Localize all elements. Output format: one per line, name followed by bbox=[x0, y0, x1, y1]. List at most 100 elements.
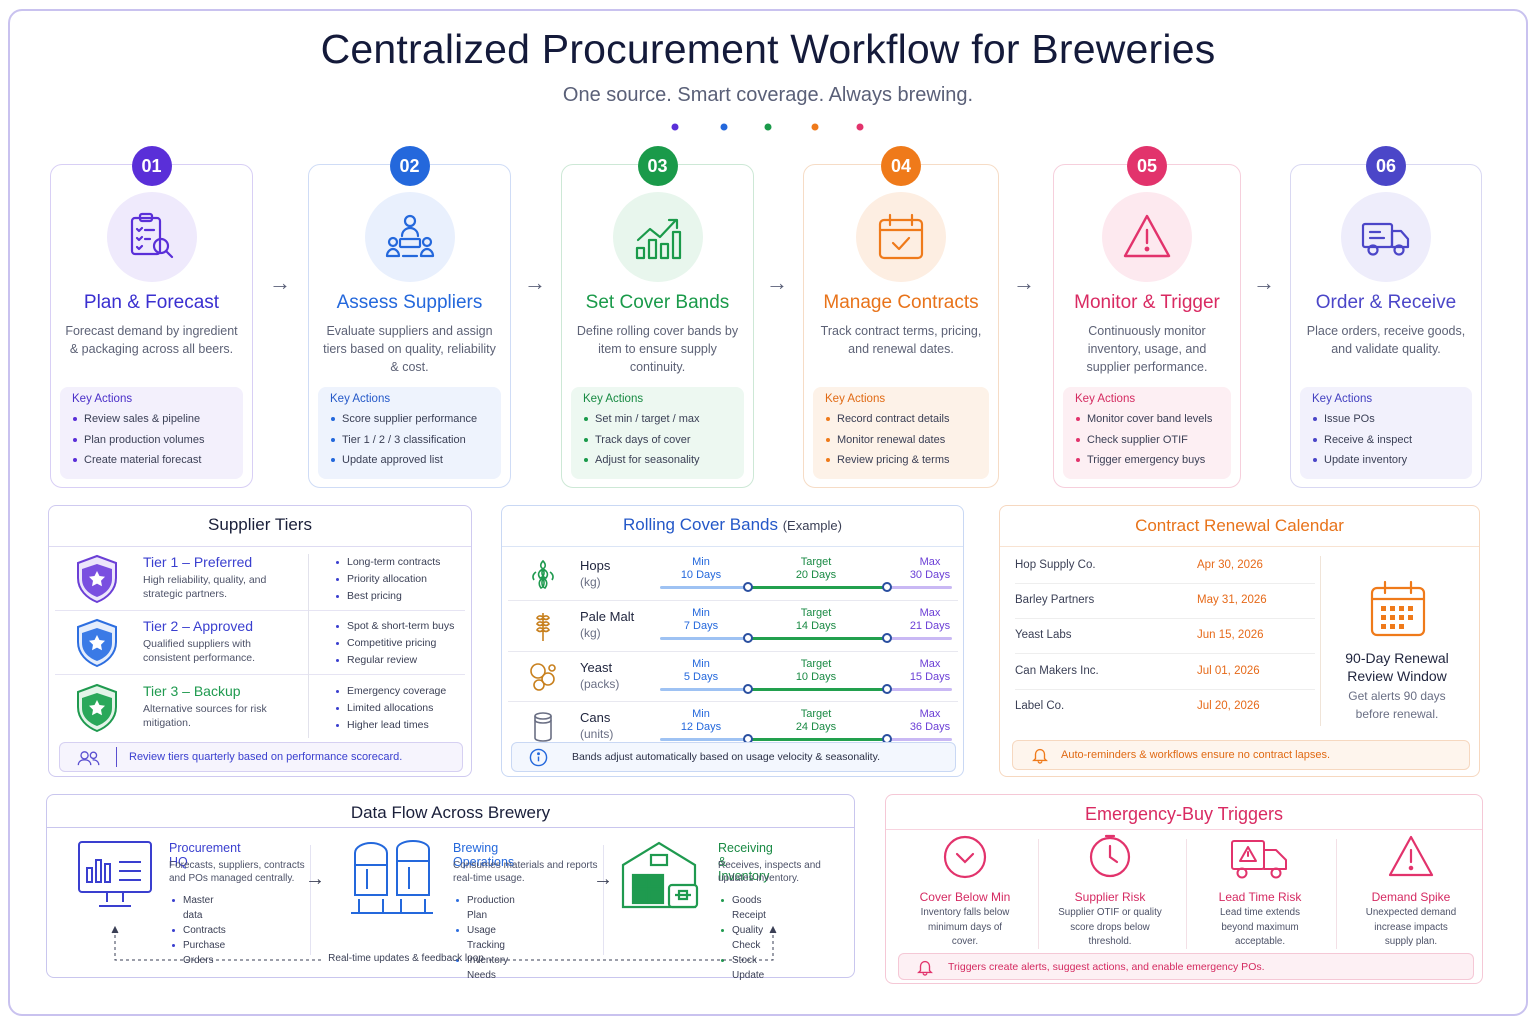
key-actions-box: Key Actions Score supplier performance T… bbox=[318, 387, 501, 479]
page-title: Centralized Procurement Workflow for Bre… bbox=[320, 26, 1216, 72]
panel-title: Rolling Cover Bands (Example) bbox=[502, 515, 963, 535]
bell-icon bbox=[917, 960, 933, 976]
arrow-right-icon: → bbox=[1013, 270, 1035, 295]
contract-row[interactable]: Can Makers Inc.Jul 01, 2026 bbox=[1015, 655, 1315, 690]
renewal-window-title: 90-Day Renewal Review Window bbox=[1345, 650, 1449, 684]
key-actions-label: Key Actions bbox=[583, 393, 644, 405]
warning-icon bbox=[1388, 835, 1434, 877]
star-shield-icon bbox=[77, 618, 117, 668]
calendar-note: Auto-reminders & workflows ensure no con… bbox=[1012, 740, 1470, 770]
step-description: Track contract terms, pricing, and renew… bbox=[820, 324, 982, 356]
step-number: 05 bbox=[1127, 146, 1167, 186]
step-card-contracts[interactable]: 04 Manage Contracts Track contract terms… bbox=[803, 146, 999, 488]
arrow-right-icon: → bbox=[1253, 270, 1275, 295]
action-item: Review sales & pipeline bbox=[72, 409, 231, 430]
action-item: Record contract details bbox=[825, 409, 977, 430]
star-shield-icon bbox=[77, 683, 117, 733]
item-name: Pale Malt bbox=[580, 609, 635, 624]
step-title: Order & Receive bbox=[1315, 292, 1457, 313]
step-card-cover-bands[interactable]: 03 Set Cover Bands Define rolling cover … bbox=[561, 146, 754, 488]
contract-row[interactable]: Hop Supply Co.Apr 30, 2026 bbox=[1015, 549, 1315, 584]
calendar-check-icon bbox=[856, 192, 946, 282]
tier-name: Tier 2 – Approved bbox=[143, 618, 253, 634]
clock-icon bbox=[1089, 834, 1131, 878]
item-unit: (packs) bbox=[580, 677, 620, 691]
step-card-plan[interactable]: 01 Plan & Forecast Forecast demand by in… bbox=[50, 146, 253, 488]
cover-band-track bbox=[660, 738, 952, 741]
action-item: Update approved list bbox=[330, 450, 489, 471]
action-item: Monitor renewal dates bbox=[825, 430, 977, 451]
panel-title-suffix: (Example) bbox=[782, 518, 842, 533]
trigger-demand-spike: Demand Spike Unexpected demand increase … bbox=[1337, 833, 1485, 953]
note-text: Triggers create alerts, suggest actions,… bbox=[948, 961, 1265, 973]
tier-point: Higher lead times bbox=[335, 717, 446, 734]
action-item: Monitor cover band levels bbox=[1075, 409, 1219, 430]
panel-title: Contract Renewal Calendar bbox=[1135, 516, 1344, 535]
action-item: Create material forecast bbox=[72, 450, 231, 471]
tier-point: Emergency coverage bbox=[335, 683, 446, 700]
key-actions-label: Key Actions bbox=[825, 393, 886, 405]
step-card-monitor[interactable]: 05 Monitor & Trigger Continuously monito… bbox=[1053, 146, 1241, 488]
min-marker bbox=[743, 582, 753, 592]
key-actions-box: Key Actions Monitor cover band levels Ch… bbox=[1063, 387, 1231, 479]
action-item: Update inventory bbox=[1312, 450, 1460, 471]
action-item: Track days of cover bbox=[583, 430, 732, 451]
action-item: Score supplier performance bbox=[330, 409, 489, 430]
warehouse-icon bbox=[621, 841, 699, 909]
note-text: Auto-reminders & workflows ensure no con… bbox=[1061, 749, 1331, 761]
tier-point: Competitive pricing bbox=[335, 635, 454, 652]
key-actions-label: Key Actions bbox=[1075, 393, 1136, 405]
min-marker bbox=[743, 633, 753, 643]
action-item: Set min / target / max bbox=[583, 409, 732, 430]
info-icon bbox=[529, 748, 548, 767]
key-actions-label: Key Actions bbox=[330, 393, 391, 405]
tier-point: Spot & short-term buys bbox=[335, 618, 454, 635]
step-number: 04 bbox=[881, 146, 921, 186]
triggers-note: Triggers create alerts, suggest actions,… bbox=[898, 953, 1474, 980]
tier-point: Regular review bbox=[335, 652, 454, 669]
star-shield-icon bbox=[77, 554, 117, 604]
cover-band-track bbox=[660, 586, 952, 589]
tier-name: Tier 3 – Backup bbox=[143, 683, 241, 699]
key-actions-box: Key Actions Issue POs Receive & inspect … bbox=[1300, 387, 1472, 479]
key-actions-label: Key Actions bbox=[72, 393, 133, 405]
step-description: Evaluate suppliers and assign tiers base… bbox=[323, 324, 496, 374]
panel-title-text: Rolling Cover Bands bbox=[623, 515, 778, 534]
step-number: 06 bbox=[1366, 146, 1406, 186]
item-name: Hops bbox=[580, 558, 611, 573]
step-card-assess[interactable]: 02 Assess Suppliers Evaluate suppliers a… bbox=[308, 146, 511, 488]
step-description: Forecast demand by ingredient & packagin… bbox=[65, 324, 238, 356]
supplier-tiers-panel: Supplier Tiers Tier 1 – Preferred High r… bbox=[48, 505, 472, 777]
bands-note: Bands adjust automatically based on usag… bbox=[511, 742, 956, 772]
key-actions-box: Key Actions Set min / target / max Track… bbox=[571, 387, 744, 479]
dashboard-monitor-icon bbox=[78, 841, 152, 907]
contract-calendar-panel: Contract Renewal Calendar Hop Supply Co.… bbox=[999, 505, 1480, 777]
tier-2-row: Tier 2 – Approved Qualified suppliers wi… bbox=[75, 614, 465, 674]
malt-icon bbox=[536, 613, 550, 641]
max-marker bbox=[882, 684, 892, 694]
step-card-order[interactable]: 06 Order & Receive Place orders, receive… bbox=[1290, 146, 1482, 488]
tier-point: Limited allocations bbox=[335, 700, 446, 717]
panel-title: Supplier Tiers bbox=[208, 515, 312, 534]
renewal-window-desc: Get alerts 90 days before renewal. bbox=[1348, 689, 1446, 721]
min-marker bbox=[743, 684, 753, 694]
step-description: Continuously monitor inventory, usage, a… bbox=[1086, 324, 1208, 374]
arrow-right-icon: → bbox=[305, 868, 325, 890]
contract-row[interactable]: Label Co.Jul 20, 2026 bbox=[1015, 700, 1260, 712]
hops-icon bbox=[532, 559, 554, 589]
step-title: Set Cover Bands bbox=[585, 292, 730, 313]
action-item: Issue POs bbox=[1312, 409, 1460, 430]
step-description: Place orders, receive goods, and validat… bbox=[1306, 324, 1466, 356]
clipboard-search-icon bbox=[106, 192, 197, 282]
truck-icon bbox=[1341, 192, 1431, 282]
